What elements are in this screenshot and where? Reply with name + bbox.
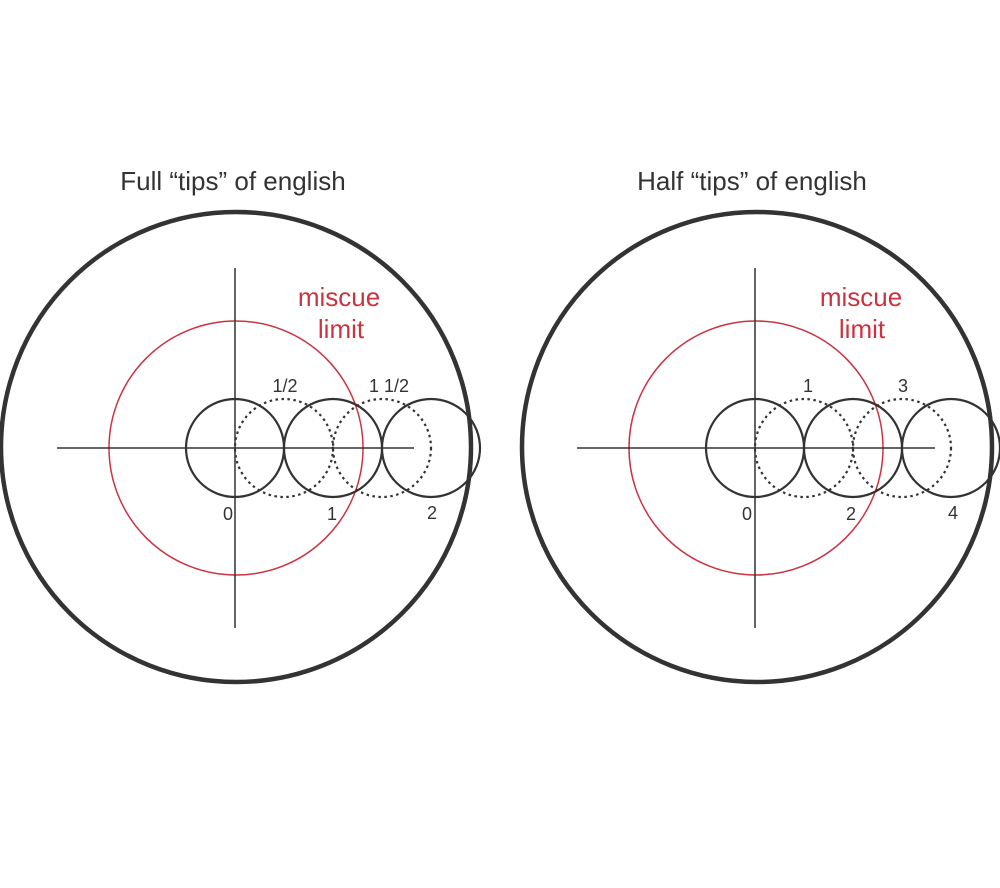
miscue-label: miscue: [820, 282, 902, 312]
tip-label-0: 0: [223, 504, 233, 524]
tip-label-2: 2: [846, 504, 856, 524]
tip-circle-4: [900, 397, 1000, 499]
miscue-label: miscue: [298, 282, 380, 312]
tip-circle-2: [380, 397, 482, 499]
panel-title: Full “tips” of english: [120, 166, 345, 196]
cue-ball-outline: [0, 209, 474, 685]
tip-label-1: 1: [327, 504, 337, 524]
tip-circle-1-half: [331, 397, 433, 499]
tip-circle-half: [233, 397, 335, 499]
tip-label-3: 3: [898, 376, 908, 396]
panel-title: Half “tips” of english: [637, 166, 867, 196]
tip-circle-1: [753, 397, 855, 499]
tip-label-4: 4: [948, 503, 958, 523]
tip-circle-3: [851, 397, 953, 499]
tip-label-2: 2: [427, 503, 437, 523]
panel-half-tips: Half “tips” of english miscue limit 1 3 …: [519, 166, 1000, 685]
limit-label: limit: [839, 314, 886, 344]
tip-label-half: 1/2: [272, 376, 297, 396]
tip-label-1: 1: [803, 376, 813, 396]
limit-label: limit: [318, 314, 365, 344]
tip-label-1-half: 1 1/2: [369, 376, 409, 396]
tip-label-0: 0: [742, 504, 752, 524]
panel-full-tips: Full “tips” of english miscue limit 1/2 …: [0, 166, 482, 685]
cue-ball-outline: [519, 209, 995, 685]
